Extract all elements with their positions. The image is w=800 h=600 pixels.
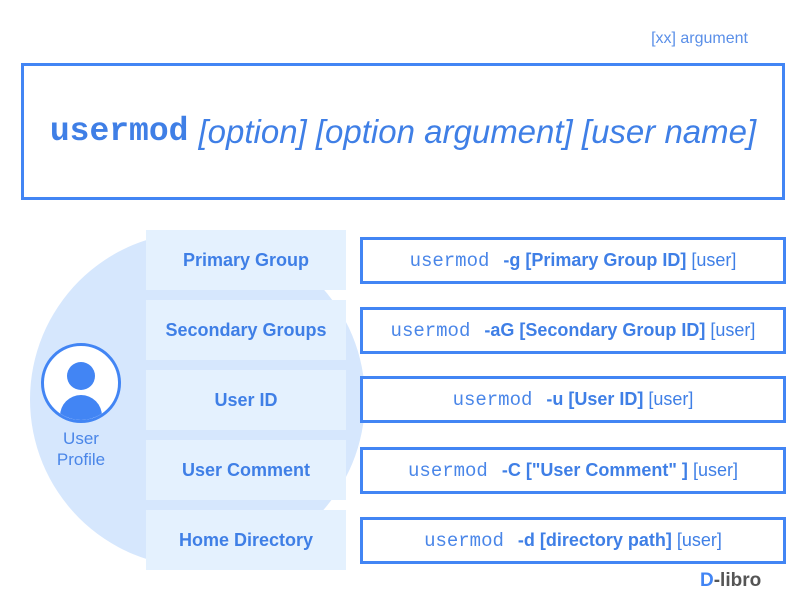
syntax-option: [option] [198,112,307,150]
syntax-option-argument: [option argument] [315,112,573,150]
user-arg: [user] [691,250,737,270]
user-arg: [user] [692,460,738,480]
command-user-comment: usermod -C ["User Comment" ][user] [360,447,786,494]
legend-argument: [xx] argument [651,30,748,47]
label-secondary-groups: Secondary Groups [146,300,346,360]
cmd: usermod [424,529,504,552]
option: -C ["User Comment" ] [501,460,688,480]
dlibro-logo: D-libro [700,570,761,592]
cmd: usermod [390,319,471,342]
option: -u [User ID] [546,389,644,409]
user-arg: [user] [710,320,756,340]
syntax-user-name: [user name] [581,112,757,150]
user-arg: [user] [676,530,722,550]
cmd: usermod [452,388,533,411]
command-home-directory: usermod -d [directory path][user] [360,517,786,564]
command-secondary-groups: usermod -aG [Secondary Group ID][user] [360,307,786,354]
logo-text: -libro [713,570,762,591]
cmd: usermod [408,459,488,482]
label-primary-group: Primary Group [146,230,346,290]
label-user-id: User ID [146,370,346,430]
cmd: usermod [409,249,490,272]
option: -aG [Secondary Group ID] [484,320,706,340]
syntax-command: usermod [49,113,189,150]
syntax-box: usermod [option] [option argument] [user… [21,63,785,200]
label-user-comment: User Comment [146,440,346,500]
option: -d [directory path] [517,530,672,550]
logo-mark: D [700,570,714,591]
label-home-directory: Home Directory [146,510,346,570]
option: -g [Primary Group ID] [503,250,687,270]
user-icon [41,343,121,423]
command-primary-group: usermod -g [Primary Group ID][user] [360,237,786,284]
user-arg: [user] [648,389,694,409]
label-line: Profile [56,450,106,469]
command-user-id: usermod -u [User ID][user] [360,376,786,423]
label-line: User [63,429,99,448]
